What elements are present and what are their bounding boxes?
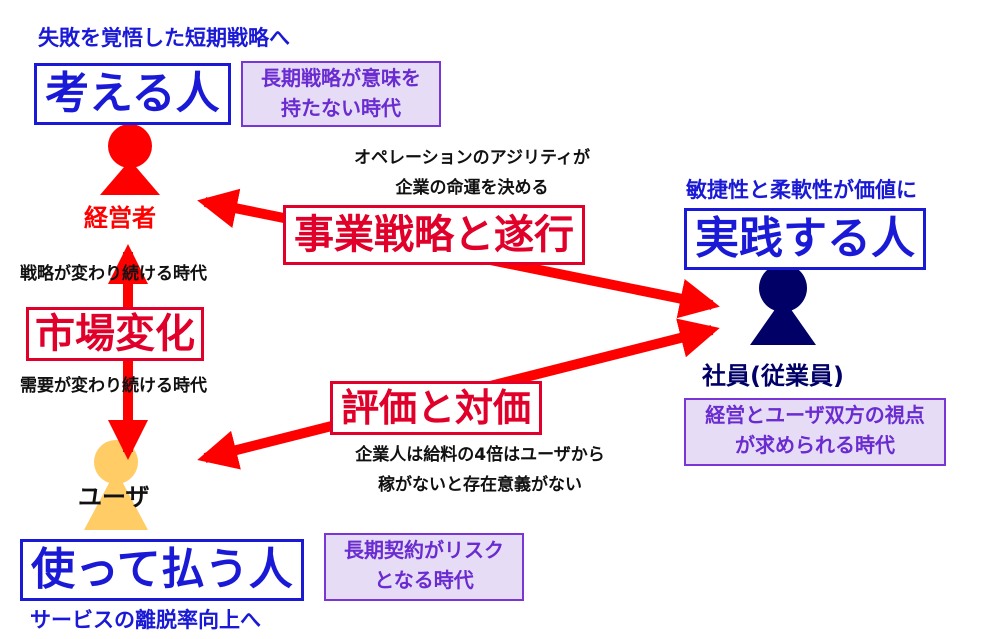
strategy-note: オペレーションのアジリティが 企業の命運を決める <box>322 143 622 203</box>
user-note-line1: 長期契約がリスク <box>344 538 504 562</box>
manager-note-line2: 持たない時代 <box>281 96 401 120</box>
employee-title: 実践する人 <box>684 208 926 270</box>
employee-role-label: 社員(従業員) <box>702 362 844 390</box>
manager-note: 長期戦略が意味を 持たない時代 <box>241 61 441 127</box>
user-role-label: ユーザ <box>78 483 150 511</box>
evaluation-note: 企業人は給料の4倍はユーザから 稼がないと存在意義がない <box>330 440 630 500</box>
user-title: 使って払う人 <box>20 539 304 601</box>
manager-person-icon <box>100 124 160 195</box>
market-change-label: 市場変化 <box>26 307 204 361</box>
employee-note-line1: 経営とユーザ双方の視点 <box>705 403 925 427</box>
user-caption: サービスの離脱率向上へ <box>30 608 261 632</box>
employee-person-icon <box>750 264 816 345</box>
evaluation-label: 評価と対価 <box>330 381 543 435</box>
evaluation-note-line2: 稼がないと存在意義がない <box>378 475 582 495</box>
manager-caption: 失敗を覚悟した短期戦略へ <box>38 26 290 50</box>
manager-title: 考える人 <box>34 63 231 125</box>
user-note-line2: となる時代 <box>374 568 474 592</box>
evaluation-note-line1: 企業人は給料の4倍はユーザから <box>355 445 605 465</box>
market-top-text: 戦略が変わり続ける時代 <box>20 264 207 284</box>
employee-note: 経営とユーザ双方の視点 が求められる時代 <box>684 398 946 466</box>
employee-note-line2: が求められる時代 <box>735 433 895 457</box>
strategy-label: 事業戦略と遂行 <box>283 205 585 265</box>
strategy-note-line2: 企業の命運を決める <box>395 178 549 198</box>
user-note: 長期契約がリスク となる時代 <box>324 533 524 601</box>
market-bottom-text: 需要が変わり続ける時代 <box>20 376 207 396</box>
strategy-note-line1: オペレーションのアジリティが <box>354 148 590 168</box>
employee-caption: 敏捷性と柔軟性が価値に <box>686 178 917 202</box>
manager-note-line1: 長期戦略が意味を <box>261 66 421 90</box>
manager-role-label: 経営者 <box>84 204 156 232</box>
